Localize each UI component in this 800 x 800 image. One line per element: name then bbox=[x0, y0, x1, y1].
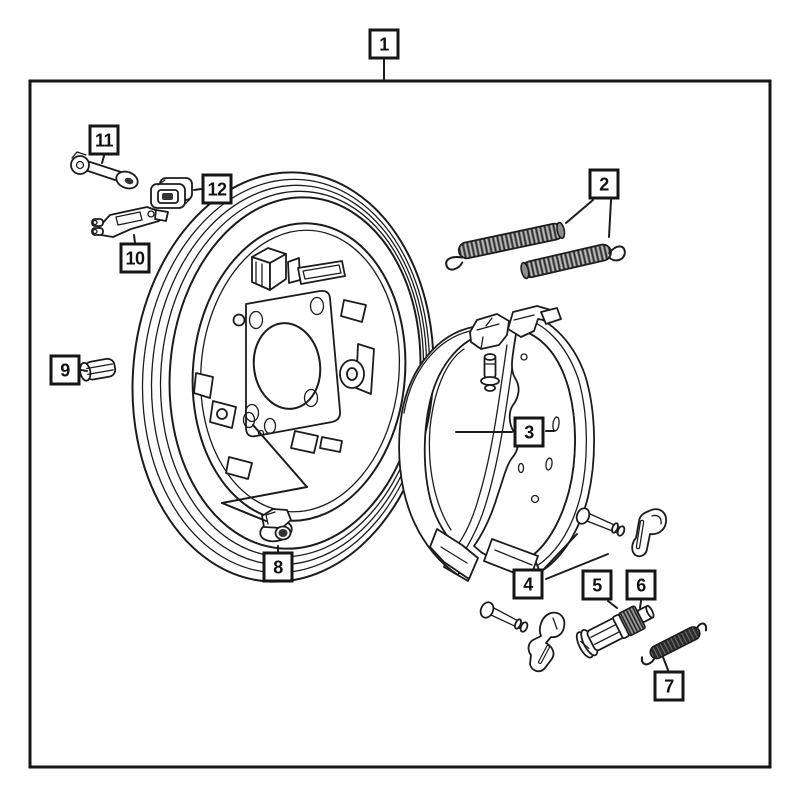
leader-line-9 bbox=[80, 369, 88, 372]
bolt-hole bbox=[303, 388, 319, 408]
bolt-hole bbox=[309, 296, 325, 316]
leader-line-4 bbox=[545, 553, 609, 580]
callout-8[interactable]: 8 bbox=[262, 551, 294, 583]
anchor-bracket bbox=[251, 247, 346, 291]
leader-line-2 bbox=[565, 199, 594, 224]
leader-line-11 bbox=[101, 155, 105, 164]
adjuster-cam-lever bbox=[631, 508, 667, 558]
brake-shoe-left bbox=[398, 313, 510, 580]
leader-line-4 bbox=[542, 533, 578, 571]
callout-5[interactable]: 5 bbox=[581, 569, 613, 601]
shoe-foot bbox=[429, 528, 479, 580]
grommet bbox=[150, 177, 193, 209]
diagram-border bbox=[28, 79, 772, 769]
leader-line-8 bbox=[221, 486, 308, 504]
rim-tab bbox=[225, 456, 253, 480]
rim-tab bbox=[193, 372, 214, 399]
callout-4[interactable]: 4 bbox=[512, 568, 544, 600]
return-spring-upper bbox=[445, 221, 566, 271]
shoe-top-hook bbox=[507, 305, 562, 338]
bolt-hole bbox=[244, 403, 260, 423]
callout-9[interactable]: 9 bbox=[49, 354, 81, 386]
adjuster-assembly bbox=[575, 604, 655, 659]
strut-fork bbox=[527, 611, 566, 673]
callout-12[interactable]: 12 bbox=[201, 173, 233, 205]
return-spring-lower bbox=[520, 243, 626, 280]
bolt-hole bbox=[248, 310, 264, 330]
leader-line-8 bbox=[221, 502, 267, 522]
cable-lever bbox=[91, 206, 169, 238]
axle-hole bbox=[252, 322, 322, 410]
callout-2[interactable]: 2 bbox=[588, 168, 620, 200]
leader-lines bbox=[80, 59, 669, 671]
leader-line-2 bbox=[608, 199, 612, 238]
web-hole bbox=[517, 462, 525, 474]
leader-line-6 bbox=[639, 600, 642, 609]
adjuster-spring bbox=[640, 622, 708, 666]
rim-stud bbox=[216, 408, 228, 420]
web-hole bbox=[530, 494, 540, 504]
rim-tab bbox=[290, 430, 319, 454]
leader-line-7 bbox=[662, 656, 669, 671]
callout-6[interactable]: 6 bbox=[625, 569, 657, 601]
rim-stud bbox=[232, 313, 246, 327]
leader-line-12 bbox=[193, 188, 202, 191]
leader-line-8 bbox=[252, 424, 308, 488]
callout-7[interactable]: 7 bbox=[653, 670, 685, 702]
leader-line-5 bbox=[607, 600, 618, 609]
callout-10[interactable]: 10 bbox=[119, 242, 151, 274]
callout-1[interactable]: 1 bbox=[368, 28, 400, 60]
adjuster-link bbox=[70, 151, 139, 190]
small-hole bbox=[242, 411, 256, 429]
callout-11[interactable]: 11 bbox=[88, 124, 120, 156]
small-hole bbox=[263, 417, 277, 435]
hold-down-pin-mounted bbox=[480, 353, 500, 392]
web-hole bbox=[520, 353, 528, 361]
callout-3[interactable]: 3 bbox=[513, 416, 545, 448]
web-slot bbox=[545, 457, 553, 471]
rim-tab bbox=[319, 436, 343, 453]
leader-line-10 bbox=[133, 234, 136, 244]
hold-down-pin-lower bbox=[479, 601, 529, 633]
rim-tab bbox=[340, 299, 367, 323]
shoe-anchor-block bbox=[469, 313, 510, 350]
web-slot bbox=[552, 416, 560, 432]
flange-nut bbox=[259, 508, 293, 543]
hold-down-pin-upper bbox=[575, 507, 626, 537]
